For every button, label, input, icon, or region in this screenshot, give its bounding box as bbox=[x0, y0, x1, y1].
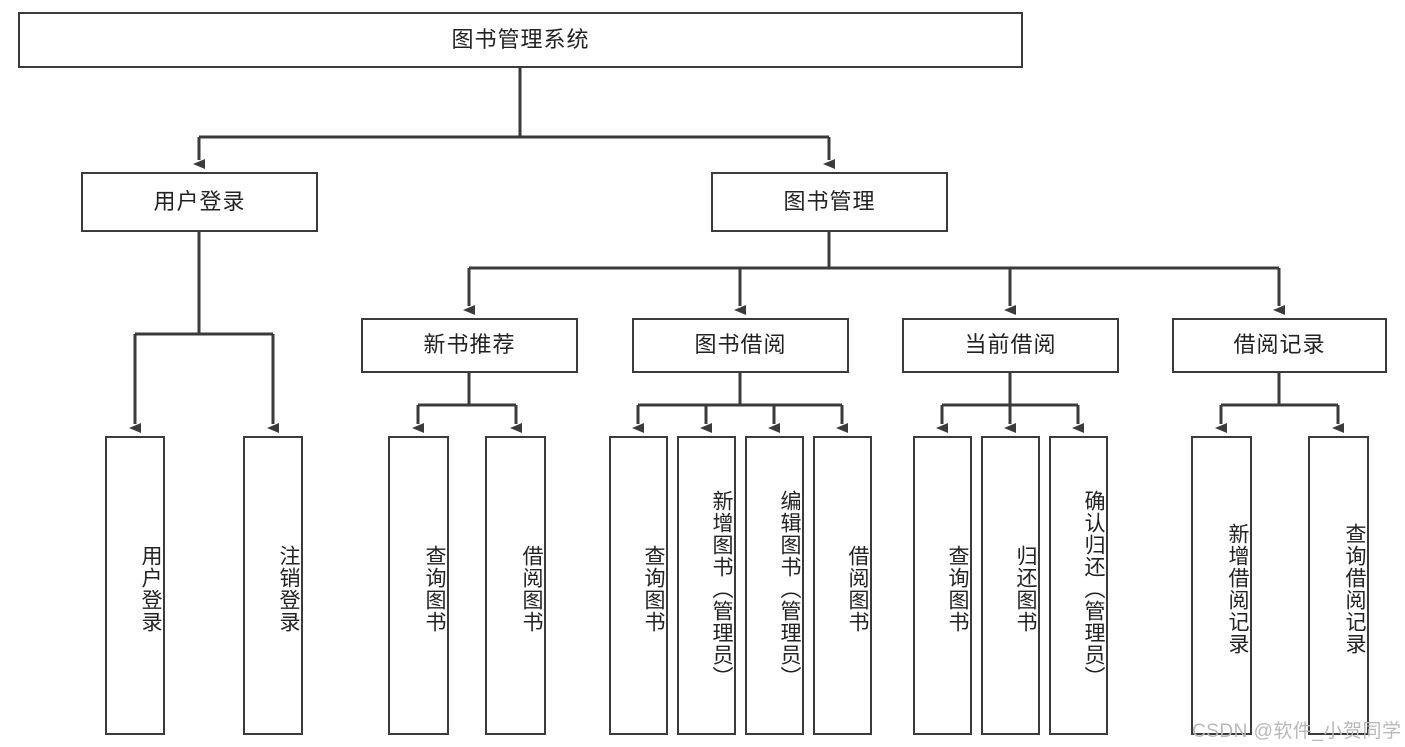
node-leaf-add-record[interactable]: 新增借阅记录 bbox=[1191, 436, 1252, 735]
node-leaf-return-book[interactable]: 归还图书 bbox=[981, 436, 1040, 735]
node-user-login[interactable]: 用户登录 bbox=[81, 172, 318, 232]
node-leaf-query-book-2[interactable]: 查询图书 bbox=[609, 436, 668, 735]
node-current-borrow[interactable]: 当前借阅 bbox=[902, 318, 1119, 373]
node-book-manage[interactable]: 图书管理 bbox=[711, 172, 948, 232]
node-leaf-query-book-1[interactable]: 查询图书 bbox=[388, 436, 449, 735]
node-leaf-query-book-3[interactable]: 查询图书 bbox=[913, 436, 972, 735]
node-borrow-record[interactable]: 借阅记录 bbox=[1172, 318, 1387, 373]
node-leaf-borrow-book-2[interactable]: 借阅图书 bbox=[813, 436, 872, 735]
node-leaf-confirm-return[interactable]: 确认归还（管理员） bbox=[1049, 436, 1108, 735]
node-book-borrow[interactable]: 图书借阅 bbox=[632, 318, 849, 373]
node-new-book-recommend[interactable]: 新书推荐 bbox=[361, 318, 578, 373]
node-leaf-add-book[interactable]: 新增图书（管理员） bbox=[677, 436, 736, 735]
node-leaf-borrow-book-1[interactable]: 借阅图书 bbox=[485, 436, 546, 735]
node-leaf-user-login[interactable]: 用户登录 bbox=[105, 436, 165, 735]
node-leaf-user-logout[interactable]: 注销登录 bbox=[243, 436, 303, 735]
node-root[interactable]: 图书管理系统 bbox=[18, 12, 1023, 68]
csdn-watermark: CSDN @软件_小贺同学 bbox=[1192, 721, 1402, 742]
node-leaf-edit-book[interactable]: 编辑图书（管理员） bbox=[745, 436, 804, 735]
node-leaf-query-record[interactable]: 查询借阅记录 bbox=[1308, 436, 1369, 735]
